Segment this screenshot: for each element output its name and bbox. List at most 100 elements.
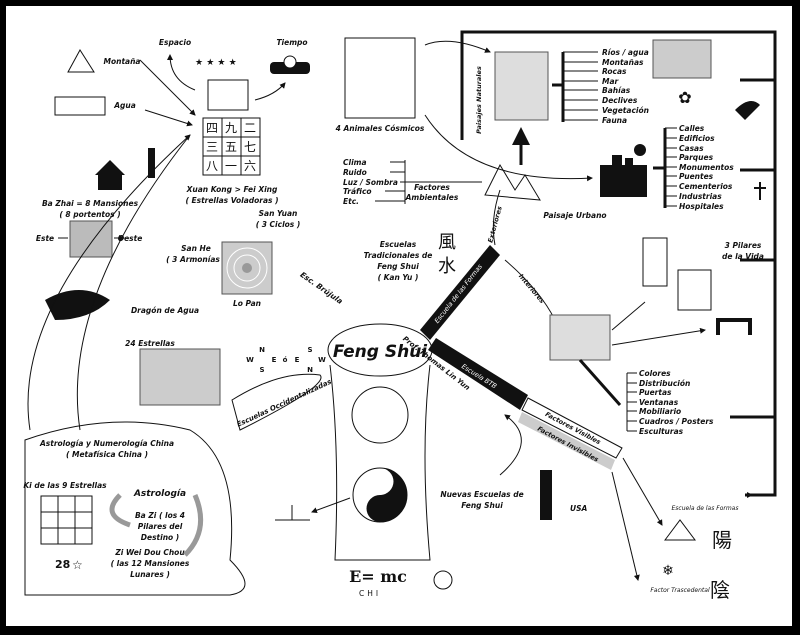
branch-btb: [428, 338, 528, 410]
bed-icon: [716, 318, 752, 335]
pilares-line2: de la Vida: [722, 252, 764, 261]
list-item: Calles: [679, 124, 705, 133]
label-tiempo: Tiempo: [276, 38, 307, 47]
ba-zi-line3: Destino ): [141, 533, 179, 542]
label-astrologia: Astrología: [133, 489, 186, 499]
list-item: Monumentos: [679, 163, 734, 172]
svg-text:ó: ó: [283, 356, 288, 364]
label-chi: CHI: [359, 589, 381, 598]
trad-line1: Escuelas: [380, 240, 417, 249]
trunk-shape: [329, 364, 431, 561]
nuevas-line1: Nuevas Escuelas de: [440, 490, 523, 499]
label-xuan-kong: Xuan Kong > Fei Xing: [186, 185, 278, 194]
western-schools-band: [231, 373, 322, 431]
list-item: Etc.: [343, 197, 359, 206]
char-feng: 風: [438, 232, 456, 253]
lo-shu-grid: 四 九 二 三 五 七 八 一 六: [202, 117, 261, 176]
ki-grid: [40, 495, 93, 545]
label-factor-trascendental: Factor Trascedental: [650, 587, 710, 594]
label-estrellas-voladoras: ( Estrellas Voladoras ): [185, 196, 278, 205]
label-espacio: Espacio: [159, 38, 191, 47]
interiores-list: Colores Distribución Puertas Ventanas Mo…: [627, 369, 714, 436]
list-item: Mar: [602, 77, 620, 86]
list-item: Bahías: [602, 86, 631, 95]
list-item: Ventanas: [639, 398, 679, 407]
trad-line4: ( Kan Yu ): [378, 273, 419, 282]
list-item: Luz / Sombra: [343, 178, 398, 187]
svg-text:W: W: [246, 356, 254, 364]
grid-cell: 五: [225, 140, 237, 154]
grid-cell: 三: [206, 140, 218, 154]
grid-cell: 二: [244, 121, 256, 135]
list-item: Cementerios: [679, 182, 733, 191]
natural-landscape-image: [494, 51, 549, 121]
astrology-region: [24, 421, 246, 596]
list-item: Puentes: [679, 172, 714, 181]
label-4-animales: 4 Animales Cósmicos: [336, 124, 425, 133]
svg-text:S: S: [307, 346, 312, 354]
mountain-icon: [67, 49, 95, 73]
canvas: [6, 6, 792, 626]
label-san-yuan: San Yuan: [259, 209, 298, 218]
svg-text:N: N: [259, 346, 265, 354]
list-item: Fauna: [602, 116, 627, 125]
list-item: Puertas: [639, 388, 672, 397]
zi-wei-line1: Zi Wei Dou Chou: [114, 548, 185, 557]
grid-cell: 一: [225, 159, 237, 173]
list-item: Tráfico: [343, 187, 372, 196]
stove-icon: [677, 269, 712, 311]
factores-visibles-band: [521, 397, 623, 459]
mountains-image: [484, 163, 541, 201]
door-icon: [642, 237, 668, 287]
label-este: Este: [36, 234, 54, 243]
label-8-portentos: ( 8 portentos ): [59, 210, 120, 219]
atom-icon: [433, 570, 453, 590]
formas-frame: [460, 30, 777, 497]
char-yang: 陽: [712, 528, 732, 552]
svg-text:N: N: [307, 366, 313, 374]
tomb-cross-icon: [754, 182, 766, 200]
list-item: Hospitales: [679, 202, 724, 211]
compass-icons: N S W E ó S N E W: [246, 346, 326, 374]
grid-cell: 九: [225, 121, 237, 135]
trad-line2: Tradicionales de: [364, 251, 433, 260]
pilares-line1: 3 Pilares: [725, 241, 762, 250]
label-dragon-de-agua: Dragón de Agua: [131, 306, 199, 315]
list-item: Distribución: [639, 379, 690, 388]
trad-line3: Feng Shui: [377, 262, 419, 271]
label-lo-pan: Lo Pan: [233, 299, 261, 308]
char-shui: 水: [438, 256, 456, 277]
astro-subtitle: ( Metafísica China ): [66, 450, 148, 459]
label-factores-1: Factores: [414, 183, 450, 192]
list-item: Declives: [602, 96, 638, 105]
grid-cell: 八: [206, 159, 218, 173]
list-item: Clima: [343, 158, 367, 167]
list-item: Parques: [679, 153, 714, 162]
zi-wei-line2: ( las 12 Mansiones: [111, 559, 190, 568]
label-3-ciclos: ( 3 Ciclos ): [256, 220, 301, 229]
list-item: Edificios: [679, 134, 715, 143]
lo-pan-icon: [221, 241, 273, 295]
grid-cell: 四: [206, 121, 218, 135]
grid-cell: 七: [244, 140, 256, 154]
label-factores-2: Ambientales: [405, 193, 459, 202]
snowflake-icon: ❄: [662, 563, 674, 579]
person-icon: [148, 148, 155, 178]
statue-of-liberty-icon: [540, 470, 552, 520]
formula: E= mc: [349, 567, 407, 586]
list-item: Mobiliario: [639, 407, 681, 416]
list-item: Rocas: [602, 67, 627, 76]
ba-zi-line1: Ba Zi ( los 4: [135, 511, 185, 520]
zi-wei-line3: Lunares ): [130, 570, 170, 579]
star-icon: ☆: [72, 558, 83, 572]
label-24-estrellas: 24 Estrellas: [125, 339, 175, 348]
label-paisaje-urbano: Paisaje Urbano: [543, 211, 606, 220]
list-item: Cuadros / Posters: [639, 417, 714, 426]
bagua-icon: [351, 386, 409, 444]
label-san-he: San He: [181, 244, 211, 253]
mountain-yang-icon: [664, 519, 696, 541]
list-item: Montañas: [602, 58, 644, 67]
urbano-list: Calles Edificios Casas Parques Monumento…: [665, 124, 734, 211]
label-paisajes-naturales: Paisajes Naturales: [475, 66, 483, 134]
